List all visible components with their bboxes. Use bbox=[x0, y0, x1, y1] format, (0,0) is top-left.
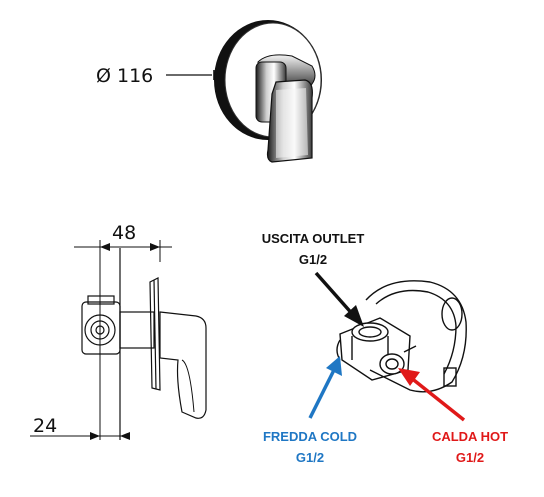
depth-dimension: 24 bbox=[30, 415, 130, 440]
hot-label-line1: CALDA HOT bbox=[432, 429, 508, 444]
diameter-dimension: Ø 116 bbox=[96, 65, 215, 87]
hot-label-line2: G1/2 bbox=[456, 450, 484, 465]
outlet-label-line2: G1/2 bbox=[299, 252, 327, 267]
width-dimension: 48 bbox=[74, 222, 172, 262]
outlet-arrow bbox=[314, 271, 364, 327]
mixer-render bbox=[214, 20, 322, 163]
cold-label-line1: FREDDA COLD bbox=[263, 429, 357, 444]
width-label: 48 bbox=[112, 222, 136, 244]
cold-label: FREDDA COLD G1/2 bbox=[263, 429, 357, 465]
hot-arrow bbox=[398, 368, 466, 422]
cold-label-line2: G1/2 bbox=[296, 450, 324, 465]
hot-label: CALDA HOT G1/2 bbox=[432, 429, 508, 465]
outlet-label: USCITA OUTLET G1/2 bbox=[262, 231, 365, 267]
diameter-label: Ø 116 bbox=[96, 65, 153, 87]
side-view-drawing bbox=[81, 248, 207, 440]
outlet-label-line1: USCITA OUTLET bbox=[262, 231, 365, 246]
depth-label: 24 bbox=[33, 415, 57, 437]
valve-body-drawing bbox=[336, 280, 467, 393]
cold-arrow bbox=[308, 356, 342, 419]
